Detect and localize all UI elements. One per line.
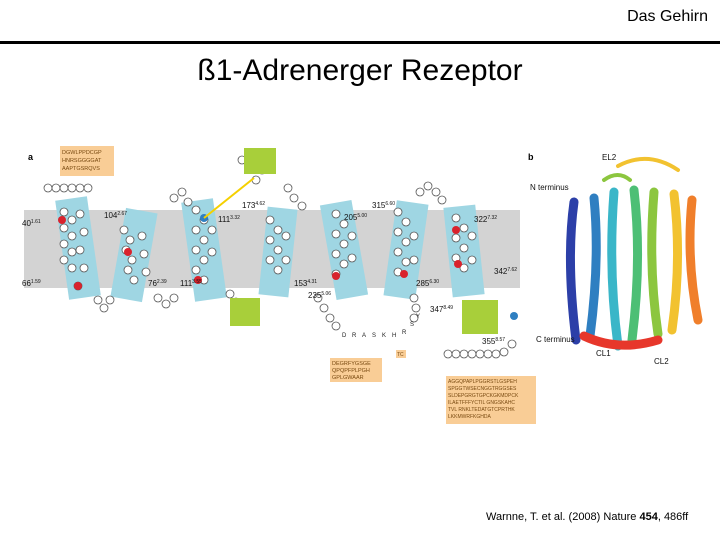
il3-residue: H <box>392 333 396 339</box>
green-markers <box>203 148 498 334</box>
seq-line: SPGGTWSECNGGTRGGSES <box>448 386 517 392</box>
el2-label: EL2 <box>602 153 617 162</box>
bw-label: 3156.60 <box>372 201 395 210</box>
header-label: Das Gehirn <box>627 8 708 25</box>
residue-red <box>124 248 132 256</box>
il3-residue: R <box>402 330 407 336</box>
seq-line: ILAETFFFYCTIL GNGSKAHC <box>448 400 515 406</box>
cterm: AGGQPAPLPGGRSTLGSPEH SPGGTWSECNGGTRGGSES… <box>443 339 536 424</box>
il3-loop: D R A S K H R S Y <box>342 314 420 339</box>
panel-label-a: a <box>28 152 34 162</box>
ribbon-structure: b EL2 N terminus C terminus CL1 CL2 <box>528 152 703 366</box>
c-terminus-label: C terminus <box>536 335 575 344</box>
seq-line: SLDEPGRGTGPCKGKMDPCK <box>448 393 519 399</box>
residues-tm7 <box>451 213 477 273</box>
green-box-helix8 <box>462 300 498 334</box>
cl1-label: CL1 <box>596 349 611 358</box>
seq-line: LKKMWRFKGHDA <box>448 414 491 420</box>
residue-red <box>452 226 460 234</box>
highlighted-residues <box>58 214 518 320</box>
bw-labels: 401.61 1042.67 1734.62 1113.32 3156.60 2… <box>22 201 517 346</box>
residue-red <box>400 270 408 278</box>
residue-chains <box>43 151 477 331</box>
tc-label: TC <box>397 352 404 358</box>
helix-tm3 <box>181 198 227 302</box>
residue-red <box>454 260 462 268</box>
snake-plot: DGWLPPDCGP HNRSGGGGAT AAPTGSRQVS D R A S… <box>22 146 536 424</box>
disulfide-link <box>203 177 255 219</box>
il3-residue: K <box>382 333 386 339</box>
structure-labels: EL2 N terminus C terminus CL1 CL2 <box>530 153 669 366</box>
panel-label-b: b <box>528 152 534 162</box>
bw-label: 3227.32 <box>474 215 497 224</box>
cl2-label: CL2 <box>654 357 669 366</box>
il3-residue: R <box>352 333 357 339</box>
residue-red <box>74 282 82 290</box>
bw-label: 1042.67 <box>104 211 127 220</box>
bw-label: 1113.55 <box>180 279 202 288</box>
bw-label: 1534.31 <box>294 279 317 288</box>
residue-blue <box>510 312 518 320</box>
il3-residue: Y <box>416 314 420 320</box>
residue-red <box>58 216 66 224</box>
citation-volume: 454 <box>639 511 658 523</box>
il3-residue: S <box>410 322 414 328</box>
seq-line: TVL RNKLTEDATGTCPRTHK <box>448 407 515 413</box>
residues-tm5 <box>331 209 357 279</box>
bw-label: 661.59 <box>22 279 41 288</box>
citation-text: Warnne, T. et al. (2008) Nature <box>486 511 640 523</box>
header-rule <box>0 41 720 44</box>
residue-red <box>194 276 202 284</box>
slide-title: ß1-Adrenerger Rezeptor <box>197 54 523 87</box>
bw-label: 1113.32 <box>218 215 240 224</box>
residues-tm6 <box>393 207 419 277</box>
residues-nterm <box>43 183 93 193</box>
green-box-icl2 <box>230 298 260 326</box>
bw-label: 1734.62 <box>242 201 265 210</box>
citation: Warnne, T. et al. (2008) Nature 454, 486… <box>486 510 706 524</box>
residues-tm4 <box>265 215 291 275</box>
deletion-box-il3: DEGRFYGSGE QPQPFPLPGH GPLGWAAR TC <box>330 350 406 382</box>
bw-label: 2355.06 <box>308 291 331 300</box>
receptor-figure: DGWLPPDCGP HNRSGGGGAT AAPTGSRQVS D R A S… <box>22 146 703 424</box>
bw-label: 401.61 <box>22 219 41 228</box>
seq-line: GPLGWAAR <box>332 375 364 381</box>
bw-label: 3427.62 <box>494 267 517 276</box>
seq-line: AAPTGSRQVS <box>62 166 100 172</box>
seq-line: DEGRFYGSGE <box>332 361 371 367</box>
citation-pages: , 486ff <box>657 511 689 523</box>
il3-residue: S <box>372 333 376 339</box>
n-terminus-label: N terminus <box>530 183 569 192</box>
bw-label: 2856.30 <box>416 279 439 288</box>
helix-bundle <box>565 156 703 351</box>
seq-line: QPQPFPLPGH <box>332 368 370 374</box>
green-box-ecl2 <box>244 148 276 174</box>
bw-label: 762.39 <box>148 279 167 288</box>
bw-label: 3478.49 <box>430 305 453 314</box>
seq-line: HNRSGGGGAT <box>62 158 102 164</box>
il3-residue: A <box>362 333 366 339</box>
bw-label: 2055.00 <box>344 213 367 222</box>
il3-residue: D <box>342 333 347 339</box>
residue-red <box>332 272 340 280</box>
seq-line: DGWLPPDCGP <box>62 150 102 156</box>
bw-label: 3558.57 <box>482 337 505 346</box>
nterm-sequence-box: DGWLPPDCGP HNRSGGGGAT AAPTGSRQVS <box>60 146 114 176</box>
seq-line: AGGQPAPLPGGRSTLGSPEH <box>448 379 517 385</box>
helix-tm5 <box>319 199 369 301</box>
